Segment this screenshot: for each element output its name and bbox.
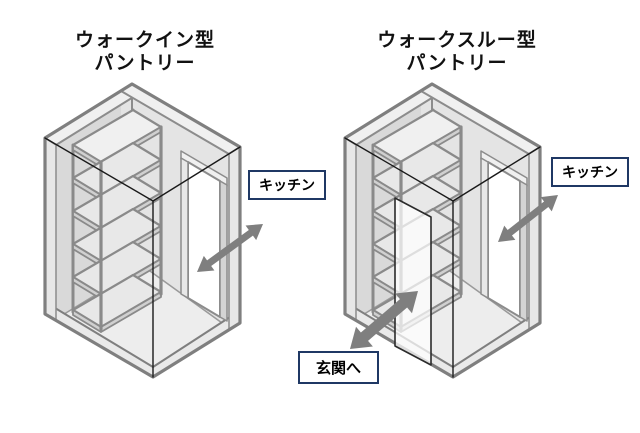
kitchen-label-left: キッチン [248,170,326,200]
kitchen-direction-arrow [498,195,558,242]
door-jamb-left [480,157,489,299]
entrance-direction-arrow [350,291,418,349]
walkthrough-pantry-title: ウォークスルー型 パントリー [352,29,562,75]
entrance-label: 玄関へ [298,351,379,384]
kitchen-label-right: キッチン [551,157,629,187]
entrance-doorway [394,197,432,366]
walkin-pantry-diagram [43,82,263,379]
open-wall-wireframe [344,137,541,378]
open-wall-wireframe [44,137,241,378]
walkthrough-pantry-diagram [343,82,558,379]
walkthrough-pantry-title-line2: パントリー [406,53,508,74]
kitchen-doorway [180,150,228,322]
walkin-pantry-title-line1: ウォークイン型 [74,30,215,51]
shelf-unit [71,108,163,333]
door-jamb-left [180,157,189,299]
walkin-pantry-title: ウォークイン型 パントリー [45,29,245,75]
door-opening [187,161,221,318]
kitchen-direction-arrow [197,224,263,272]
walkin-pantry-title-line2: パントリー [94,53,196,74]
door-jamb-right [519,180,528,322]
walkthrough-pantry-title-line1: ウォークスルー型 [377,30,537,51]
